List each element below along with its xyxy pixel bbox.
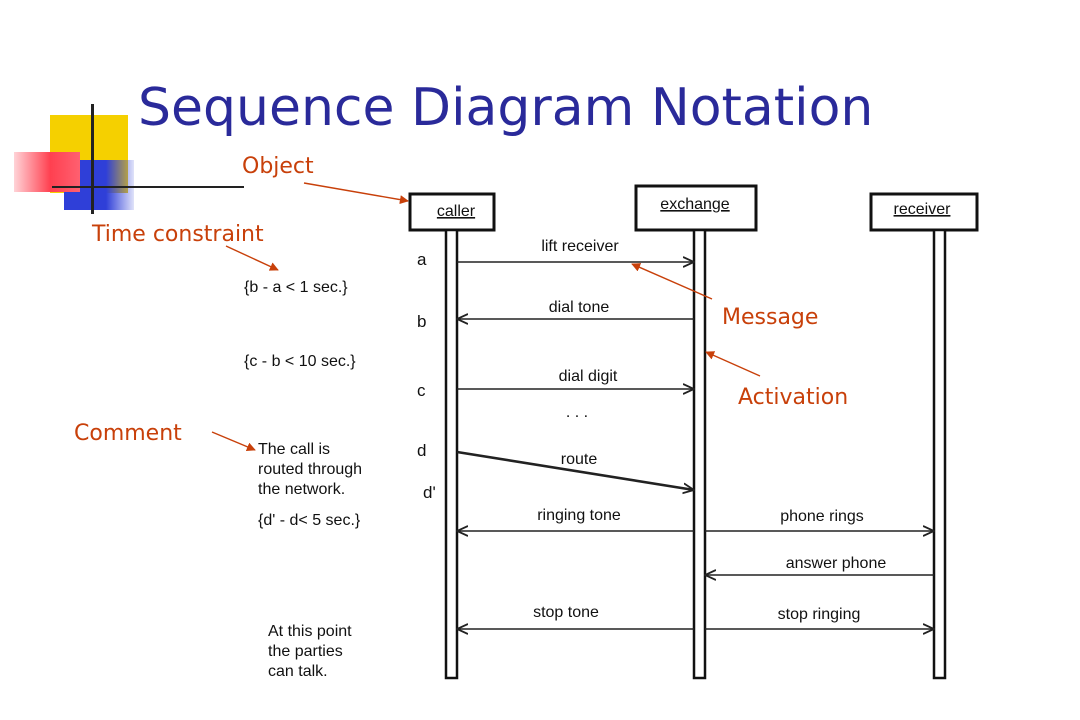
callout-arrow-message: [631, 263, 713, 300]
message-label-answer-phone: answer phone: [786, 555, 887, 572]
callout-arrow-comment: [211, 431, 256, 452]
object-box-caller: [408, 192, 496, 232]
activation-bar-exchange: [692, 228, 707, 680]
message-label-stop-tone: stop tone: [533, 604, 599, 621]
callout-arrow-activation: [705, 351, 761, 377]
message-arrow-route: [456, 450, 694, 490]
time-label-d: d: [417, 441, 426, 460]
time-label-d-prime: d': [423, 483, 436, 502]
deco-horizontal-line: [52, 186, 244, 188]
comment-routed-line-1: The call is: [258, 441, 330, 458]
comment-talk-line-2: the parties: [268, 643, 343, 660]
object-box-exchange: [634, 184, 758, 232]
page-title: Sequence Diagram Notation: [138, 78, 874, 138]
comment-routed-line-2: routed through: [258, 461, 362, 478]
object-label-caller: caller: [437, 203, 476, 220]
constraint-b-minus-a: {b - a < 1 sec.}: [244, 279, 348, 296]
time-label-c: c: [417, 381, 426, 400]
message-label-ringing-tone: ringing tone: [537, 507, 621, 524]
object-label-exchange: exchange: [660, 196, 729, 213]
message-label-lift-receiver: lift receiver: [541, 238, 619, 255]
message-label-ellipsis: . . .: [566, 404, 588, 421]
object-box-receiver: [869, 192, 979, 232]
callout-object: Object: [242, 154, 314, 179]
callout-message: Message: [722, 305, 819, 330]
message-label-dial-digit: dial digit: [559, 368, 618, 385]
message-label-phone-rings: phone rings: [780, 508, 864, 525]
callout-activation: Activation: [738, 385, 849, 410]
callout-comment: Comment: [74, 421, 182, 446]
message-label-route: route: [561, 451, 598, 468]
message-label-stop-ringing: stop ringing: [778, 606, 861, 623]
comment-talk-line-3: can talk.: [268, 663, 328, 680]
deco-red-square: [14, 152, 80, 192]
deco-vertical-line: [91, 104, 94, 214]
comment-routed-line-3: the network.: [258, 481, 345, 498]
activation-bar-receiver: [932, 228, 947, 680]
callout-arrow-time-constraint: [225, 245, 279, 271]
callout-arrow-object: [303, 182, 409, 205]
time-label-b: b: [417, 312, 426, 331]
message-label-dial-tone: dial tone: [549, 299, 610, 316]
comment-talk-line-1: At this point: [268, 623, 352, 640]
activation-bar-caller: [444, 228, 459, 680]
constraint-dp-minus-d: {d' - d< 5 sec.}: [258, 512, 361, 529]
constraint-c-minus-b: {c - b < 10 sec.}: [244, 353, 356, 370]
time-label-a: a: [417, 250, 427, 269]
object-label-receiver: receiver: [894, 201, 952, 218]
callout-time-constraint: Time constraint: [92, 222, 264, 247]
